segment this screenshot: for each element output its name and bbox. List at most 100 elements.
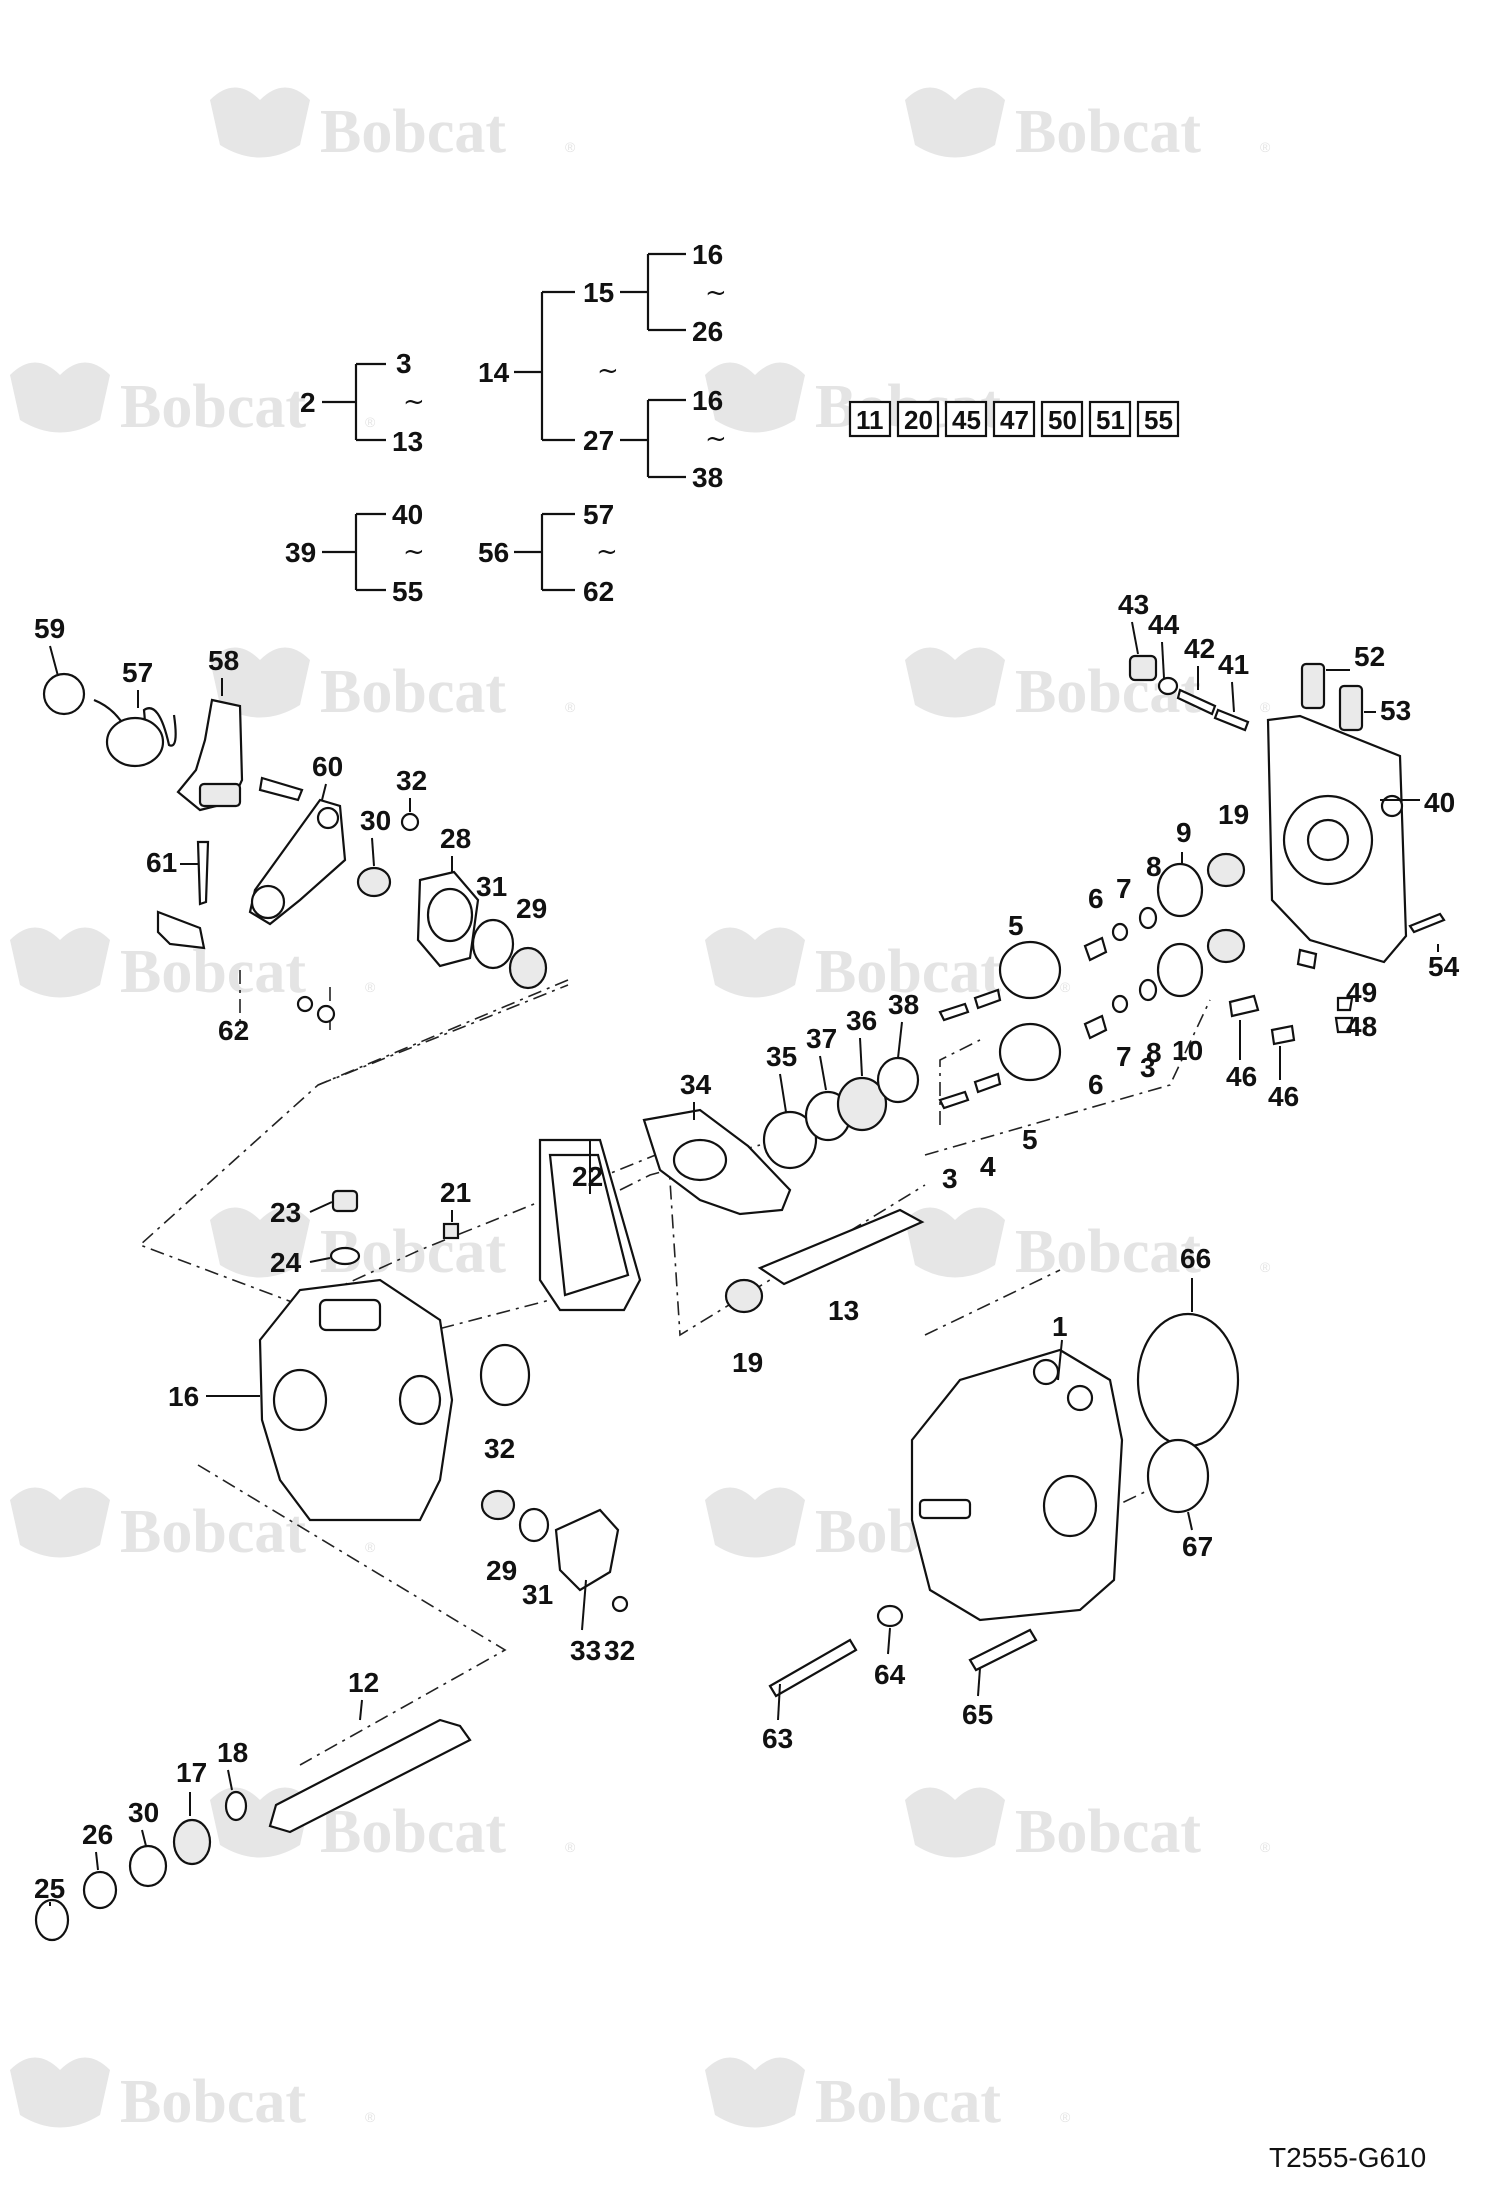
part-67-oring [1146, 1438, 1210, 1514]
callout-8: 8 [1146, 1037, 1162, 1068]
watermark-text: Bobcat [120, 2068, 306, 2136]
callout-13: 13 [828, 1295, 859, 1326]
tree-15-parent: 15 [583, 277, 614, 308]
callout-26: 26 [82, 1819, 113, 1850]
bobcat-logo-icon [10, 927, 110, 998]
bolt-icon [258, 776, 304, 802]
callout-37: 37 [806, 1023, 837, 1054]
tree-14-tilde: ~ [597, 356, 619, 386]
leader-line [779, 1073, 787, 1113]
tree-27-parent: 27 [583, 425, 614, 456]
watermark-text: Bobcat [320, 658, 506, 726]
leader-line [777, 1683, 781, 1721]
callout-30: 30 [128, 1797, 159, 1828]
callout-44: 44 [1148, 609, 1180, 640]
part-24-oring [329, 1246, 361, 1266]
watermark-registered: ® [365, 414, 376, 430]
part-19-bushing-2 [1206, 928, 1246, 964]
callout-labels: 1334455667788910121316171819192122232425… [34, 589, 1460, 1906]
drawing-id: T2555-G610 [1269, 2142, 1426, 2173]
tree-56-parent: 56 [478, 537, 509, 568]
callout-18: 18 [217, 1737, 248, 1768]
callout-46: 46 [1268, 1081, 1299, 1112]
bobcat-watermark: Bobcat® [905, 647, 1271, 726]
callout-53: 53 [1380, 695, 1411, 726]
callout-29: 29 [486, 1555, 517, 1586]
watermark-registered: ® [1260, 1259, 1271, 1275]
callout-52: 52 [1354, 641, 1385, 672]
bobcat-logo-icon [210, 87, 310, 158]
part-64-washer [876, 1604, 904, 1628]
watermark-text: Bobcat [1015, 1798, 1201, 1866]
callout-5: 5 [1022, 1124, 1038, 1155]
leader-line [977, 1667, 981, 1697]
bobcat-watermark: Bobcat ® [905, 1207, 1271, 1286]
callout-3: 3 [1140, 1052, 1156, 1083]
leader-line [95, 1851, 99, 1871]
bobcat-logo-icon [10, 362, 110, 433]
kit-box-label: 50 [1048, 405, 1077, 435]
watermark-text: Bobcat [1015, 1218, 1201, 1286]
callout-21: 21 [440, 1177, 471, 1208]
watermark-registered: ® [1060, 2109, 1071, 2125]
callout-32: 32 [484, 1433, 515, 1464]
leader-line [309, 1257, 331, 1263]
callout-65: 65 [962, 1699, 993, 1730]
bobcat-watermark: Bobcat® [905, 1787, 1271, 1866]
bobcat-logo-icon [210, 1207, 310, 1278]
bobcat-logo-icon [705, 1487, 805, 1558]
part-19-bushing [1206, 852, 1246, 888]
part-63-bolt [768, 1638, 858, 1698]
callout-19: 19 [1218, 799, 1249, 830]
part-8-ring [1138, 906, 1158, 930]
part-59-ring [42, 672, 86, 716]
part-36-bearing [836, 1076, 888, 1132]
tree-15-bottom: 26 [692, 316, 723, 347]
bobcat-watermark: Bobcat® [705, 927, 1071, 1006]
callout-16: 16 [168, 1381, 199, 1412]
leader-line [141, 1829, 147, 1847]
callout-6: 6 [1088, 1069, 1104, 1100]
leader-line [227, 1769, 233, 1791]
callout-60: 60 [312, 751, 343, 782]
center-lines [138, 970, 1211, 1766]
callout-28: 28 [440, 823, 471, 854]
part-23-plug [331, 1189, 359, 1213]
callout-54: 54 [1428, 951, 1460, 982]
assembly-tree-2: 2 3 ~ 13 [300, 348, 425, 457]
watermark-registered: ® [365, 2109, 376, 2125]
watermark-text: Bobcat [120, 938, 306, 1006]
callout-64: 64 [874, 1659, 906, 1690]
callout-67: 67 [1182, 1531, 1213, 1562]
assembly-tree-14: 14 ~ 15 16 ~ 26 27 16 ~ 38 [478, 239, 727, 493]
callout-31: 31 [476, 871, 507, 902]
bobcat-watermark: Bobcat® [210, 1207, 576, 1286]
bobcat-watermark: Bobcat® [10, 362, 376, 441]
tree-56-bottom: 62 [583, 576, 614, 607]
callout-29: 29 [516, 893, 547, 924]
callout-33: 33 [570, 1635, 601, 1666]
part-43-plug [1128, 654, 1158, 682]
callout-7: 7 [1116, 1041, 1132, 1072]
watermark-text: Bobcat [320, 98, 506, 166]
leader-line [1131, 621, 1139, 655]
leader-line [49, 645, 59, 677]
kit-box [896, 400, 940, 438]
bobcat-watermark: Bobcat® [10, 1487, 376, 1566]
callout-40: 40 [1424, 787, 1455, 818]
kit-box-label: 51 [1096, 405, 1125, 435]
leader-line [309, 1201, 333, 1213]
kit-box [1088, 400, 1132, 438]
kit-box-label: 11 [856, 405, 884, 435]
bobcat-logo-icon [210, 647, 310, 718]
part-12-shaft [268, 1718, 472, 1834]
tree-2-bottom: 13 [392, 426, 423, 457]
tree-15-tilde: ~ [705, 278, 727, 308]
callout-61: 61 [146, 847, 177, 878]
leader-line [1187, 1511, 1193, 1531]
kit-box-label: 45 [952, 405, 981, 435]
part-61-bolt [196, 840, 210, 906]
leader-line [371, 837, 375, 867]
leader-line [581, 1579, 587, 1631]
